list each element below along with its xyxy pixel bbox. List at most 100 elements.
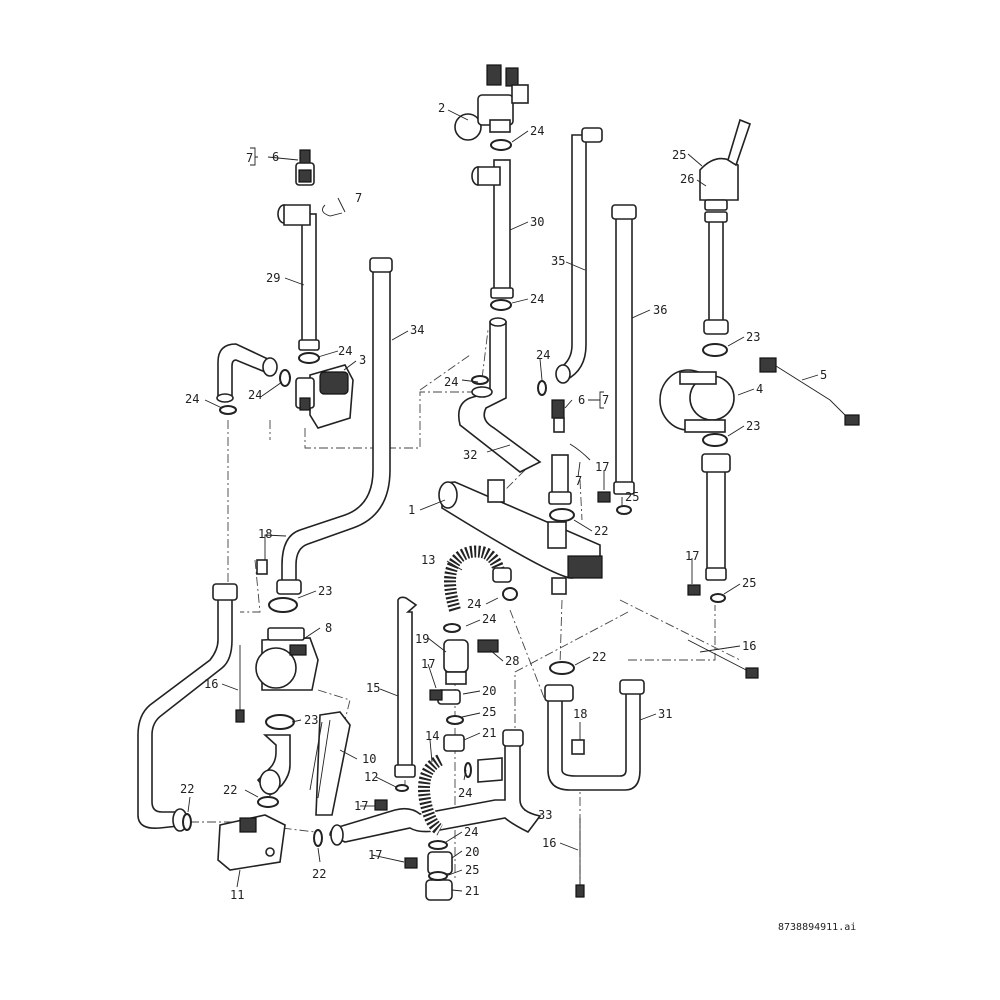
callout-25: 25 [465,863,479,877]
callout-24: 24 [530,292,544,306]
callout-13: 13 [421,553,435,567]
callout-10: 10 [362,752,376,766]
manifold-part-32 [457,317,542,473]
callout-30: 30 [530,215,544,229]
callout-7: 7 [575,474,582,488]
callout-24: 24 [536,348,550,362]
callout-20: 20 [465,845,479,859]
sensor-part-16-left [235,645,245,723]
connector-part-5 [844,414,860,426]
callout-18: 18 [573,707,587,721]
air-vent-part-6-middle [551,399,565,433]
callout-16: 16 [204,677,218,691]
callout-numbers: 2 24 7 6 7 25 26 30 35 29 24 36 34 23 24… [180,101,827,902]
callout-35: 35 [551,254,565,268]
callout-24: 24 [458,786,472,800]
ball-valve-part-26 [699,118,752,211]
pipe-part-29 [277,204,320,351]
callout-17: 17 [421,657,435,671]
pipe-part-30 [471,159,514,299]
callout-6: 6 [272,150,279,164]
callout-23: 23 [746,330,760,344]
leader-lines [187,109,819,892]
callout-25: 25 [625,490,639,504]
pipe-part-15 [394,596,418,778]
seal-rings [182,139,728,881]
callout-26: 25 [672,148,686,162]
callout-22: 22 [594,524,608,538]
air-vent-part-6-left [295,149,315,186]
callout-16: 16 [742,639,756,653]
callout-33: 33 [538,808,552,822]
callout-24: 24 [467,597,481,611]
pipe-part-35 [555,127,603,384]
callout-12: 12 [364,770,378,784]
callout-24: 24 [530,124,544,138]
clip-part-18-left [256,559,268,575]
callout-16: 16 [542,836,556,850]
callout-6: 6 [578,393,585,407]
pipe-part-36 [611,204,637,495]
valve-part-11 [217,814,286,871]
callout-14: 14 [425,729,439,743]
callout-28: 28 [505,654,519,668]
callout-20: 20 [482,684,496,698]
clip-part-7-left [321,204,343,217]
fittings-lower-stack [425,689,465,901]
cable-part-5 [775,365,849,419]
callout-8: 8 [325,621,332,635]
corrugated-hose-part-13 [443,544,512,613]
clip-part-17-b [687,584,701,596]
sensor-part-16-right [687,639,759,679]
callout-3: 3 [359,353,366,367]
clip-part-7-middle [569,443,591,461]
bracket-part-10 [309,711,351,816]
manifold-part-33 [329,729,542,846]
callout-7: 7 [355,191,362,205]
callout-1: 1 [408,503,415,517]
clip-part-17-e [404,857,418,869]
callout-25: 25 [742,576,756,590]
callout-34: 34 [410,323,424,337]
manifold-part-1 [438,479,603,595]
callout-17: 17 [354,799,368,813]
pipe-right-lower [701,453,731,581]
clip-part-17-c [429,689,443,701]
pump-part-3 [295,364,354,429]
callout-21: 21 [465,884,479,898]
elbow-pipe-left-top [216,343,278,403]
corrugated-hose-part-14 [417,753,444,837]
clip-part-17-a [597,491,611,503]
callout-22: 22 [223,783,237,797]
callout-22: 22 [180,782,194,796]
callout-24: 24 [482,612,496,626]
sensor-part-16-bottom [575,818,585,898]
clip-part-18-right [571,739,585,755]
callout-24: 24 [464,825,478,839]
callout-18: 18 [258,527,272,541]
pipe-left-long [137,583,238,832]
pipe-part-34 [276,257,393,595]
callout-19: 19 [415,632,429,646]
callout-22: 22 [312,867,326,881]
callout-15: 15 [366,681,380,695]
callout-4: 4 [756,382,763,396]
callout-17: 17 [685,549,699,563]
callout-22: 22 [592,650,606,664]
callout-24: 24 [338,344,352,358]
callout-17: 17 [595,460,609,474]
callout-24: 24 [444,375,458,389]
callout-29: 29 [266,271,280,285]
callout-17: 17 [368,848,382,862]
callout-36: 36 [653,303,667,317]
pipe-right-to-pump [703,211,729,335]
document-id: 8738894911.ai [778,922,856,933]
pump-part-8 [255,627,319,691]
callout-27: 26 [680,172,694,186]
valve-part-19 [443,639,499,685]
elbow-below-pump-8 [256,734,291,797]
callout-31: 31 [658,707,672,721]
callout-25: 25 [482,705,496,719]
callout-2: 2 [438,101,445,115]
